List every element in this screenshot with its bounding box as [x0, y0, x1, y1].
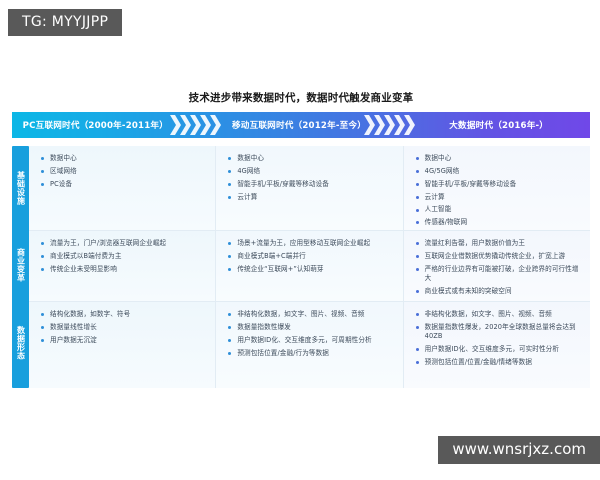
- bullet-item: 互联网企业借数据优势撬动传统企业，扩宽上游: [415, 252, 584, 261]
- bullet-list: 数据中心 4G/5G网络智能手机/平板/穿戴等移动设备云计算人工智能传感器/物联网: [415, 154, 584, 228]
- bullet-item: 智能手机/平板/穿戴等移动设备: [228, 180, 396, 189]
- cell-infrastructure-mobile: 数据中心 4G网络智能手机/平板/穿戴等移动设备云计算: [216, 146, 404, 230]
- bullet-list: 流量为王，门户/浏览器互联网企业崛起商业模式以B端付费为主传统企业未受明显影响: [41, 239, 209, 274]
- bullet-item: 云计算: [228, 193, 396, 202]
- bullet-item: 传感器/物联网: [415, 218, 584, 227]
- bullet-item: 数据中心: [228, 154, 396, 163]
- bullet-item: 传统企业未受明显影响: [41, 265, 209, 274]
- bullet-item: 智能手机/平板/穿戴等移动设备: [415, 180, 584, 189]
- bullet-item: 非结构化数据，如文字、图片、视频、音频: [415, 310, 584, 319]
- bullet-item: 严格的行业边界有可能被打破，企业跨界的可行性增大: [415, 265, 584, 284]
- bullet-item: 区域网络: [41, 167, 209, 176]
- bullet-item: 数据中心: [41, 154, 209, 163]
- era-segment-pc[interactable]: PC互联网时代（2000年-2011年）: [12, 112, 205, 138]
- bullet-list: 结构化数据，如数字、符号数据量线性增长用户数据无沉淀: [41, 310, 209, 345]
- site-watermark-badge: www.wnsrjxz.com: [438, 436, 600, 464]
- row-label-dataform: 数据形态: [12, 300, 29, 386]
- era-label-mobile: 移动互联网时代（2012年-至今）: [232, 121, 367, 131]
- bullet-item: 商业模式以B端付费为主: [41, 252, 209, 261]
- cell-dataform-pc: 结构化数据，如数字、符号数据量线性增长用户数据无沉淀: [29, 302, 217, 388]
- bullet-item: 数据中心: [415, 154, 584, 163]
- row-label-dataform-text: 数据形态: [16, 326, 26, 360]
- era-timeline-bar: PC互联网时代（2000年-2011年） 移动互联网时代（2012年-至今） 大…: [12, 112, 590, 138]
- bullet-item: 流量红利告罄，用户数据价值为王: [415, 239, 584, 248]
- bullet-item: 用户数据ID化、交互维度多元，可实时性分析: [415, 345, 584, 354]
- matrix-row-dataform: 结构化数据，如数字、符号数据量线性增长用户数据无沉淀 非结构化数据，如文字、图片…: [29, 302, 590, 388]
- bullet-item: 数据量线性增长: [41, 323, 209, 332]
- bullet-item: 数据量指数性爆发，2020年全球数据总量将会达到40ZB: [415, 323, 584, 342]
- bullet-item: 4G/5G网络: [415, 167, 584, 176]
- row-label-infrastructure-text: 基础设施: [16, 171, 26, 205]
- row-label-infrastructure: 基础设施: [12, 146, 29, 230]
- cell-business-mobile: 场景+流量为王，应用型移动互联网企业崛起商业模式B端+C端并行传统企业“互联网+…: [216, 231, 404, 301]
- cell-business-bigdata: 流量红利告罄，用户数据价值为王互联网企业借数据优势撬动传统企业，扩宽上游严格的行…: [403, 231, 590, 301]
- bullet-item: 数据量指数性爆发: [228, 323, 396, 332]
- row-label-rail: 基础设施 商业变革 数据形态: [12, 146, 29, 388]
- tg-watermark-badge: TG: MYYJJPP: [8, 9, 123, 36]
- matrix-row-business: 流量为王，门户/浏览器互联网企业崛起商业模式以B端付费为主传统企业未受明显影响 …: [29, 231, 590, 302]
- cell-infrastructure-bigdata: 数据中心 4G/5G网络智能手机/平板/穿戴等移动设备云计算人工智能传感器/物联网: [403, 146, 590, 230]
- bullet-item: 商业模式B端+C端并行: [228, 252, 396, 261]
- bullet-item: 结构化数据，如数字、符号: [41, 310, 209, 319]
- cell-infrastructure-pc: 数据中心区域网络 PC设备: [29, 146, 217, 230]
- bullet-list: 非结构化数据，如文字、图片、视频、音频数据量指数性爆发用户数据ID化、交互维度多…: [228, 310, 396, 358]
- bullet-item: 预测包括位置/金融/行为等数据: [228, 349, 396, 358]
- bullet-item: 流量为王，门户/浏览器互联网企业崛起: [41, 239, 209, 248]
- bullet-item: 商业模式或有未知的突破空间: [415, 287, 584, 296]
- bullet-item: 用户数据无沉淀: [41, 336, 209, 345]
- bullet-list: 流量红利告罄，用户数据价值为王互联网企业借数据优势撬动传统企业，扩宽上游严格的行…: [415, 239, 584, 296]
- row-label-business: 商业变革: [12, 230, 29, 300]
- infographic-container: 技术进步带来数据时代，数据时代触发商业变革 PC互联网时代（2000年-2011…: [12, 88, 590, 388]
- era-segment-mobile[interactable]: 移动互联网时代（2012年-至今）: [205, 112, 398, 138]
- page-title: 技术进步带来数据时代，数据时代触发商业变革: [188, 92, 414, 104]
- headline-row: 技术进步带来数据时代，数据时代触发商业变革: [12, 88, 590, 112]
- bullet-item: 传统企业“互联网+”认知萌芽: [228, 265, 396, 274]
- matrix-body: 基础设施 商业变革 数据形态 数据中心区域网络 PC设备 数据中心 4G网络智能手机…: [12, 146, 590, 388]
- bullet-list: 数据中心 4G网络智能手机/平板/穿戴等移动设备云计算: [228, 154, 396, 202]
- bullet-item: 4G网络: [228, 167, 396, 176]
- cell-business-pc: 流量为王，门户/浏览器互联网企业崛起商业模式以B端付费为主传统企业未受明显影响: [29, 231, 217, 301]
- row-label-business-text: 商业变革: [16, 248, 26, 282]
- cell-dataform-mobile: 非结构化数据，如文字、图片、视频、音频数据量指数性爆发用户数据ID化、交互维度多…: [216, 302, 404, 388]
- bullet-list: 数据中心区域网络 PC设备: [41, 154, 209, 189]
- bullet-item: 场景+流量为王，应用型移动互联网企业崛起: [228, 239, 396, 248]
- bullet-list: 场景+流量为王，应用型移动互联网企业崛起商业模式B端+C端并行传统企业“互联网+…: [228, 239, 396, 274]
- era-segment-bigdata[interactable]: 大数据时代（2016年-）: [397, 112, 590, 138]
- era-label-bigdata: 大数据时代（2016年-）: [449, 121, 549, 131]
- bullet-item: 非结构化数据，如文字、图片、视频、音频: [228, 310, 396, 319]
- cell-dataform-bigdata: 非结构化数据，如文字、图片、视频、音频数据量指数性爆发，2020年全球数据总量将…: [403, 302, 590, 388]
- bullet-item: 人工智能: [415, 205, 584, 214]
- bullet-item: 用户数据ID化、交互维度多元，可周期性分析: [228, 336, 396, 345]
- era-label-pc: PC互联网时代（2000年-2011年）: [22, 121, 169, 131]
- bullet-item: 预测包括位置/位置/金融/情绪等数据: [415, 358, 584, 367]
- bullet-item: PC设备: [41, 180, 209, 189]
- bullet-item: 云计算: [415, 193, 584, 202]
- bullet-list: 非结构化数据，如文字、图片、视频、音频数据量指数性爆发，2020年全球数据总量将…: [415, 310, 584, 367]
